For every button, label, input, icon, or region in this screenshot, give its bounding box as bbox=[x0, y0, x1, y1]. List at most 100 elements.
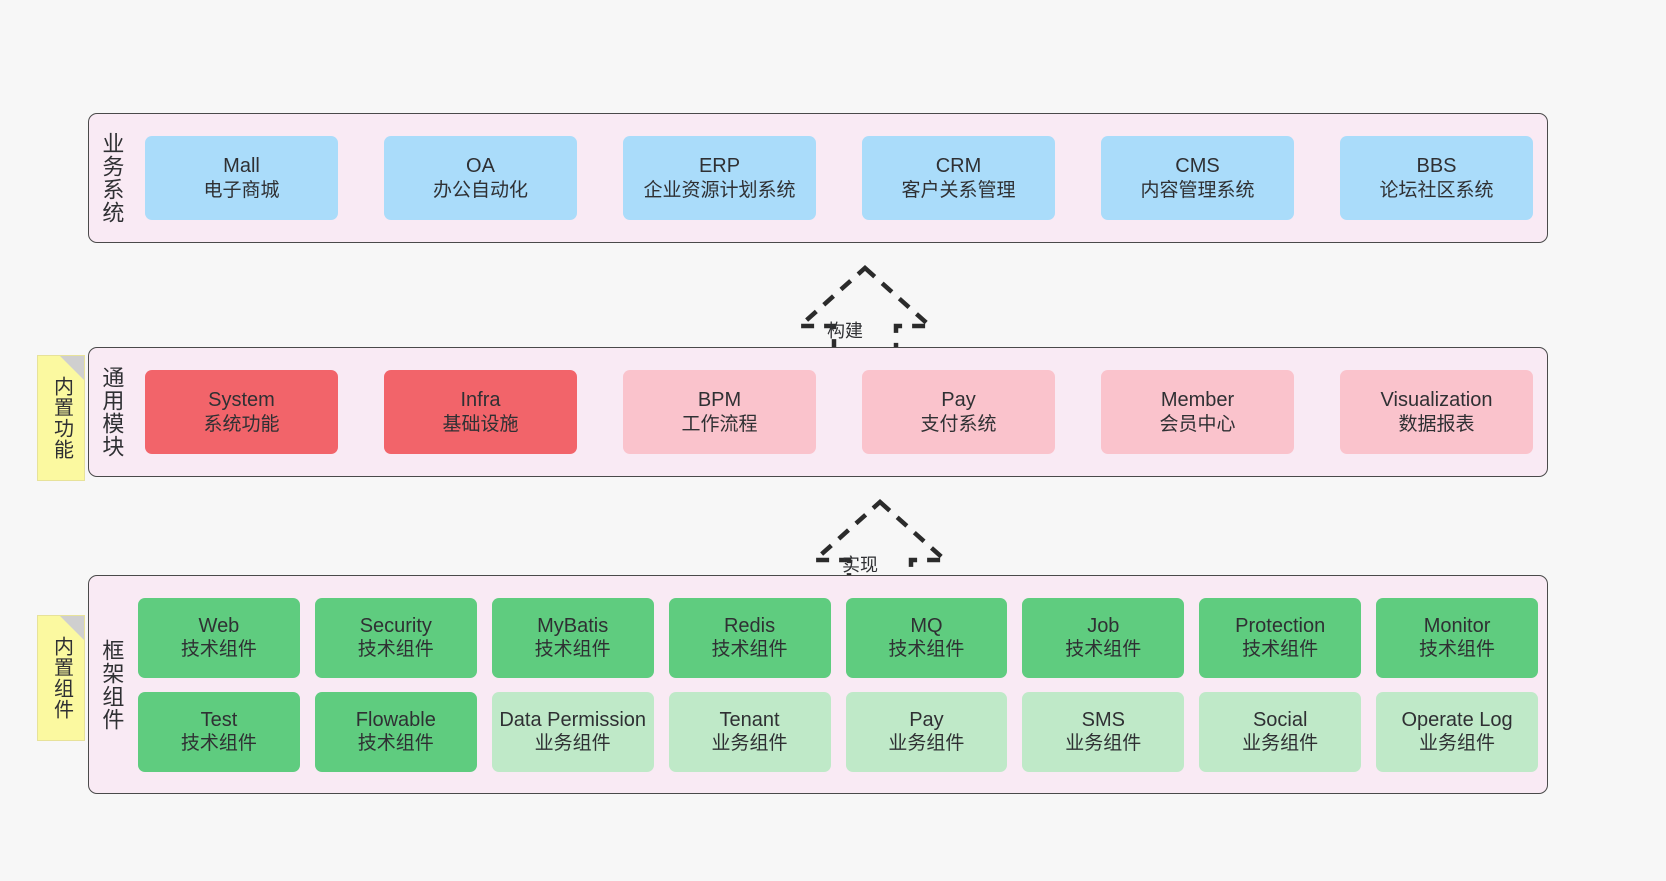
card-operate-log[interactable]: Operate Log 业务组件 bbox=[1376, 691, 1538, 772]
card-tenant-name: Tenant bbox=[719, 708, 780, 731]
card-redis[interactable]: Redis 技术组件 bbox=[668, 597, 831, 678]
business-card-row: Mall 电子商城 OA 办公自动化 ERP 企业资源计划系统 CRM 客户关系… bbox=[133, 136, 1533, 220]
card-monitor[interactable]: Monitor 技术组件 bbox=[1376, 597, 1538, 678]
card-job-desc: 技术组件 bbox=[1065, 639, 1142, 661]
card-infra-name: Infra bbox=[460, 389, 501, 412]
card-oa[interactable]: OA 办公自动化 bbox=[384, 136, 577, 220]
card-infra[interactable]: Infra 基础设施 bbox=[384, 370, 577, 454]
card-test-desc: 技术组件 bbox=[180, 733, 257, 755]
card-member-name: Member bbox=[1160, 389, 1235, 412]
card-operate-log-name: Operate Log bbox=[1401, 708, 1513, 731]
card-social[interactable]: Social 业务组件 bbox=[1199, 691, 1362, 772]
card-erp[interactable]: ERP 企业资源计划系统 bbox=[623, 136, 816, 220]
card-social-desc: 业务组件 bbox=[1242, 733, 1319, 755]
card-bpm-name: BPM bbox=[697, 389, 742, 412]
arrow-implement: 实现 bbox=[805, 497, 955, 588]
card-system[interactable]: System 系统功能 bbox=[145, 370, 338, 454]
card-data-permission-name: Data Permission bbox=[499, 708, 647, 731]
card-bbs-desc: 论坛社区系统 bbox=[1379, 179, 1494, 201]
card-mq-name: MQ bbox=[910, 614, 943, 637]
card-mq-desc: 技术组件 bbox=[888, 639, 965, 661]
card-mybatis-desc: 技术组件 bbox=[534, 639, 611, 661]
card-mall-name: Mall bbox=[223, 155, 260, 178]
sticky-note-builtin-component-label: 内置组件 bbox=[50, 636, 73, 720]
card-social-name: Social bbox=[1252, 708, 1308, 731]
card-monitor-desc: 技术组件 bbox=[1419, 639, 1496, 661]
card-pay-module-name: Pay bbox=[941, 389, 976, 412]
card-visualization-desc: 数据报表 bbox=[1398, 413, 1475, 435]
card-monitor-name: Monitor bbox=[1423, 614, 1491, 637]
card-web[interactable]: Web 技术组件 bbox=[138, 597, 300, 678]
layer-common-modules: 通用模块 System 系统功能 Infra 基础设施 BPM 工作流程 Pay bbox=[88, 347, 1548, 477]
layer-business-system: 业务系统 Mall 电子商城 OA 办公自动化 ERP 企业资源计划系统 CRM bbox=[88, 113, 1548, 243]
card-redis-name: Redis bbox=[723, 614, 776, 637]
card-oa-name: OA bbox=[466, 155, 495, 178]
card-security-name: Security bbox=[359, 614, 432, 637]
layer-framework-components: 框架组件 Web 技术组件 Security 技术组件 MyBatis 技术组件… bbox=[88, 575, 1548, 794]
framework-row-business: Test 技术组件 Flowable 技术组件 Data Permission … bbox=[126, 691, 1540, 772]
card-member[interactable]: Member 会员中心 bbox=[1101, 370, 1294, 454]
card-mall[interactable]: Mall 电子商城 bbox=[145, 136, 338, 220]
card-data-permission[interactable]: Data Permission 业务组件 bbox=[491, 691, 654, 772]
card-mq[interactable]: MQ 技术组件 bbox=[845, 597, 1008, 678]
card-erp-name: ERP bbox=[698, 155, 741, 178]
card-bpm-desc: 工作流程 bbox=[681, 413, 758, 435]
sticky-note-builtin-function-label: 内置功能 bbox=[50, 376, 73, 460]
card-redis-desc: 技术组件 bbox=[711, 639, 788, 661]
arrow-implement-label: 实现 bbox=[842, 555, 878, 575]
card-cms[interactable]: CMS 内容管理系统 bbox=[1101, 136, 1294, 220]
card-security-desc: 技术组件 bbox=[357, 639, 434, 661]
arrow-build: 构建 bbox=[790, 263, 940, 354]
sticky-note-builtin-component: 内置组件 bbox=[37, 615, 85, 741]
card-cms-desc: 内容管理系统 bbox=[1140, 179, 1255, 201]
card-mybatis-name: MyBatis bbox=[537, 614, 609, 637]
card-web-desc: 技术组件 bbox=[180, 639, 257, 661]
card-system-desc: 系统功能 bbox=[203, 413, 280, 435]
card-job[interactable]: Job 技术组件 bbox=[1022, 597, 1185, 678]
card-erp-desc: 企业资源计划系统 bbox=[643, 179, 796, 201]
card-test[interactable]: Test 技术组件 bbox=[138, 691, 300, 772]
sticky-note-builtin-function: 内置功能 bbox=[37, 355, 85, 481]
card-pay-component-desc: 业务组件 bbox=[888, 733, 965, 755]
card-protection-desc: 技术组件 bbox=[1242, 639, 1319, 661]
card-bbs[interactable]: BBS 论坛社区系统 bbox=[1340, 136, 1533, 220]
card-protection[interactable]: Protection 技术组件 bbox=[1199, 597, 1362, 678]
card-flowable-desc: 技术组件 bbox=[357, 733, 434, 755]
card-crm-desc: 客户关系管理 bbox=[901, 179, 1016, 201]
card-mybatis[interactable]: MyBatis 技术组件 bbox=[491, 597, 654, 678]
card-sms-desc: 业务组件 bbox=[1065, 733, 1142, 755]
card-protection-name: Protection bbox=[1235, 614, 1326, 637]
card-visualization[interactable]: Visualization 数据报表 bbox=[1340, 370, 1533, 454]
card-sms[interactable]: SMS 业务组件 bbox=[1022, 691, 1185, 772]
arrow-build-label: 构建 bbox=[827, 321, 863, 341]
card-crm-name: CRM bbox=[935, 155, 982, 178]
card-tenant-desc: 业务组件 bbox=[711, 733, 788, 755]
card-operate-log-desc: 业务组件 bbox=[1419, 733, 1496, 755]
arrow-build-shape bbox=[794, 264, 936, 354]
arrow-implement-shape bbox=[809, 498, 951, 588]
card-flowable[interactable]: Flowable 技术组件 bbox=[314, 691, 477, 772]
card-member-desc: 会员中心 bbox=[1159, 413, 1236, 435]
card-tenant[interactable]: Tenant 业务组件 bbox=[668, 691, 831, 772]
sticky-fold-icon bbox=[60, 616, 84, 640]
card-pay-component[interactable]: Pay 业务组件 bbox=[845, 691, 1008, 772]
card-infra-desc: 基础设施 bbox=[442, 413, 519, 435]
card-web-name: Web bbox=[198, 614, 240, 637]
card-data-permission-desc: 业务组件 bbox=[534, 733, 611, 755]
card-pay-module[interactable]: Pay 支付系统 bbox=[862, 370, 1055, 454]
card-bpm[interactable]: BPM 工作流程 bbox=[623, 370, 816, 454]
card-pay-module-desc: 支付系统 bbox=[920, 413, 997, 435]
card-flowable-name: Flowable bbox=[355, 708, 436, 731]
layer-modules-title: 通用模块 bbox=[99, 366, 125, 458]
modules-card-row: System 系统功能 Infra 基础设施 BPM 工作流程 Pay 支付系统… bbox=[133, 370, 1533, 454]
sticky-fold-icon bbox=[60, 356, 84, 380]
card-sms-name: SMS bbox=[1081, 708, 1125, 731]
card-oa-desc: 办公自动化 bbox=[432, 179, 528, 201]
card-pay-component-name: Pay bbox=[909, 708, 944, 731]
card-bbs-name: BBS bbox=[1416, 155, 1457, 178]
card-security[interactable]: Security 技术组件 bbox=[314, 597, 477, 678]
card-crm[interactable]: CRM 客户关系管理 bbox=[862, 136, 1055, 220]
layer-framework-title: 框架组件 bbox=[99, 638, 125, 731]
card-mall-desc: 电子商城 bbox=[203, 179, 280, 201]
